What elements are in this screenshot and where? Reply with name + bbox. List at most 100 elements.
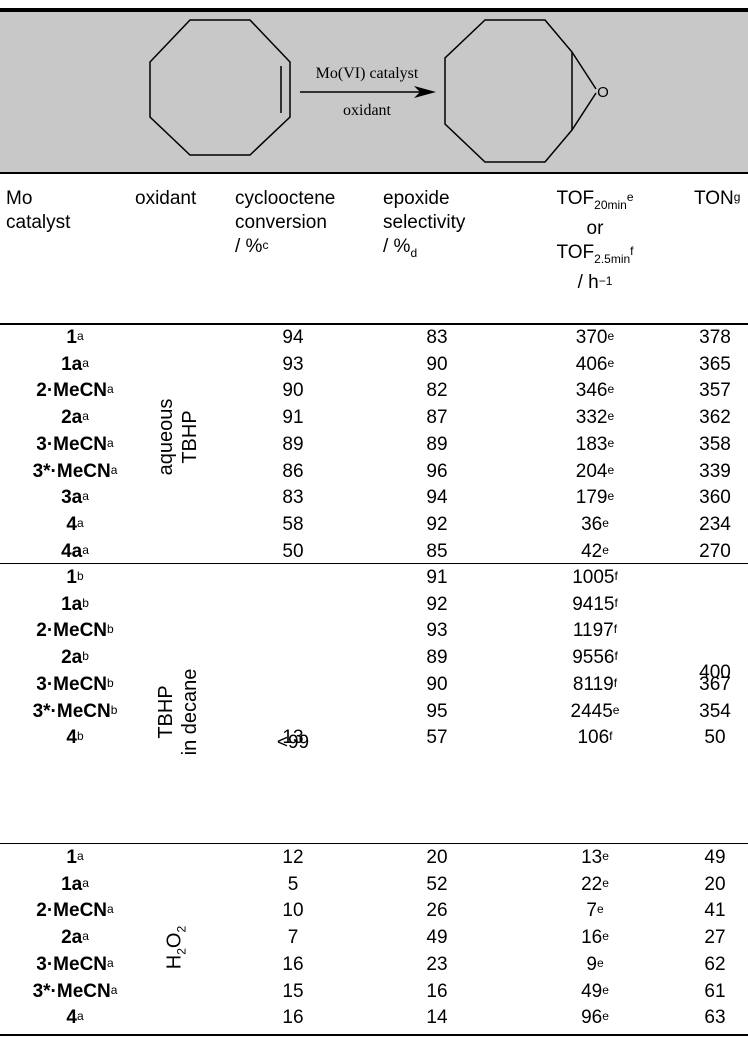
catalyst-cell: 2aa [0,405,150,431]
catalyst-footnote: a [76,1009,84,1024]
catalyst-name: 2·MeCN [36,900,108,922]
tof-cell: 36e [520,512,670,538]
tof-value: 9556 [572,647,615,669]
conversion-cell: 83 [282,487,304,509]
catalyst-cell: 2·MeCNa [0,378,150,404]
scheme-bottom-rule [0,172,748,174]
tof-footnote: e [607,489,615,504]
selectivity-cell: 93 [426,620,448,642]
catalyst-footnote: b [76,729,84,744]
ton-cell: 20 [704,873,726,895]
tof-value: 8119 [572,673,614,695]
tof-footnote: f [613,622,618,637]
selectivity-cell: 16 [426,980,448,1002]
catalyst-footnote: b [110,702,118,717]
ton-cell [682,618,748,644]
catalyst-name: 2a [61,927,83,949]
catalyst-footnote: a [76,849,84,863]
catalyst-cell: 4a [0,1005,150,1031]
ton-cell: 234 [699,513,731,535]
arrow-top-label: Mo(VI) catalyst [316,65,419,82]
catalyst-cell: 3*·MeCNa [0,979,150,1005]
tof-value: 7 [586,900,597,922]
catalyst-footnote: b [82,649,89,664]
catalyst-cell: 4b [0,725,150,751]
conversion-cell: 15 [282,980,304,1002]
catalyst-cell: 1a [0,845,150,871]
selectivity-cell: 23 [426,953,448,975]
catalyst-cell: 3·MeCNb [0,672,150,698]
ton-cell: 270 [699,540,731,562]
ton-cell: 362 [699,407,731,429]
conversion-cell [218,618,368,644]
tof-cell: 42e [520,539,670,565]
group-separator [0,563,748,564]
catalyst-name: 2·MeCN [36,380,108,402]
catalyst-name: 3*·MeCN [32,980,111,1002]
selectivity-cell: 83 [426,327,448,348]
tof-footnote: e [607,355,615,370]
catalyst-name: 3a [61,487,83,509]
catalyst-cell: 1aa [0,872,150,898]
reaction-arrow-head [414,86,436,98]
tof-cell: 1005f [520,565,670,591]
selectivity-cell: 94 [426,487,448,509]
tof-value: 13 [581,847,603,868]
ton-cell: 365 [699,353,731,375]
group-separator [0,843,748,844]
tof-footnote: e [607,435,615,450]
tof-value: 16 [581,927,603,949]
tof-value: 9415 [572,593,615,615]
ton-cell: 50 [704,727,726,749]
catalyst-footnote: a [82,355,89,370]
ton-cell: 339 [699,460,731,482]
tof-cell: 16e [520,925,670,951]
header-catalyst: Mo catalyst [6,188,71,233]
tof-footnote: e [607,329,615,343]
catalyst-footnote: a [82,875,89,890]
catalyst-cell: 4aa [0,539,150,565]
tof-cell: 106f [520,725,670,751]
reaction-scheme: Mo(VI) catalyst oxidant O [0,12,748,172]
catalyst-footnote: a [76,329,84,343]
tof-value: 204 [575,460,608,482]
catalyst-cell: 3*·MeCNa [0,459,150,485]
ton-cell: 378 [699,327,731,348]
conversion-cell: 93 [282,353,304,375]
tof-footnote: e [602,982,609,997]
oxidant-label-h2o2: H2O2 [163,925,189,970]
epoxide-bond-lower [571,92,597,131]
conversion-cell: 94 [282,327,304,348]
conversion-cell: 89 [282,433,304,455]
tof-value: 22 [581,873,603,895]
catalyst-cell: 1ab [0,592,150,618]
merged-ton: 400 [699,662,731,683]
tof-cell: 9415f [520,592,670,618]
catalyst-name: 4 [66,1007,77,1029]
tof-cell: 9556f [520,645,670,671]
tof-cell: 332e [520,405,670,431]
selectivity-cell: 57 [426,727,448,749]
tof-value: 106 [577,727,610,749]
tof-cell: 22e [520,872,670,898]
catalyst-footnote: a [82,929,89,944]
selectivity-cell: 87 [426,407,448,429]
tof-value: 42 [581,540,603,562]
catalyst-name: 1 [66,847,77,868]
catalyst-cell: 1b [0,565,150,591]
selectivity-cell: 85 [426,540,448,562]
catalyst-name: 3·MeCN [36,673,108,695]
catalyst-footnote: b [107,622,114,637]
tof-value: 36 [581,513,603,535]
catalyst-name: 1 [66,327,77,348]
tof-value: 179 [575,487,608,509]
tof-cell: 9e [520,952,670,978]
conversion-cell [218,645,368,671]
header-selectivity: epoxide selectivity / %d [383,188,466,260]
catalyst-cell: 3·MeCNa [0,432,150,458]
catalyst-cell: 2·MeCNb [0,618,150,644]
tof-footnote: f [614,649,618,664]
selectivity-cell: 91 [426,567,448,588]
ton-cell: 63 [704,1007,726,1029]
tof-footnote: e [612,702,620,717]
